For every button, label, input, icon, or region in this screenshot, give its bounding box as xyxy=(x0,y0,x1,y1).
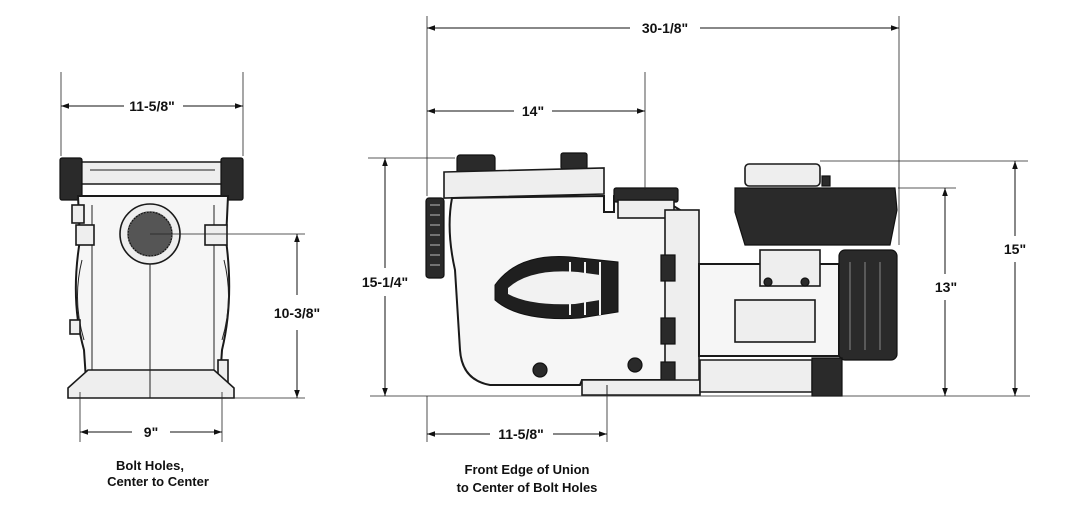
union-caption-line1: Front Edge of Union xyxy=(465,462,590,477)
union-caption-line2: to Center of Bolt Holes xyxy=(457,480,598,495)
side-width-label: 11-5/8" xyxy=(129,98,175,114)
union-to-bolts-label: 11-5/8" xyxy=(498,426,544,442)
side-view-pump xyxy=(59,157,244,399)
side-height-label: 10-3/8" xyxy=(274,305,320,321)
bolt-holes-caption-line1: Bolt Holes, xyxy=(116,458,184,473)
union-to-center-label: 14" xyxy=(522,103,544,119)
front-view-dimensions xyxy=(368,16,1030,442)
height-13-label: 13" xyxy=(935,279,957,295)
overall-length-label: 30-1/8" xyxy=(642,20,688,36)
bolt-spacing-label: 9" xyxy=(144,424,158,440)
front-height-label: 15-1/4" xyxy=(362,274,408,290)
height-15-label: 15" xyxy=(1004,241,1026,257)
front-view-pump xyxy=(425,152,898,397)
bolt-holes-caption-line2: Center to Center xyxy=(107,474,209,489)
side-view-dimensions xyxy=(60,72,305,442)
